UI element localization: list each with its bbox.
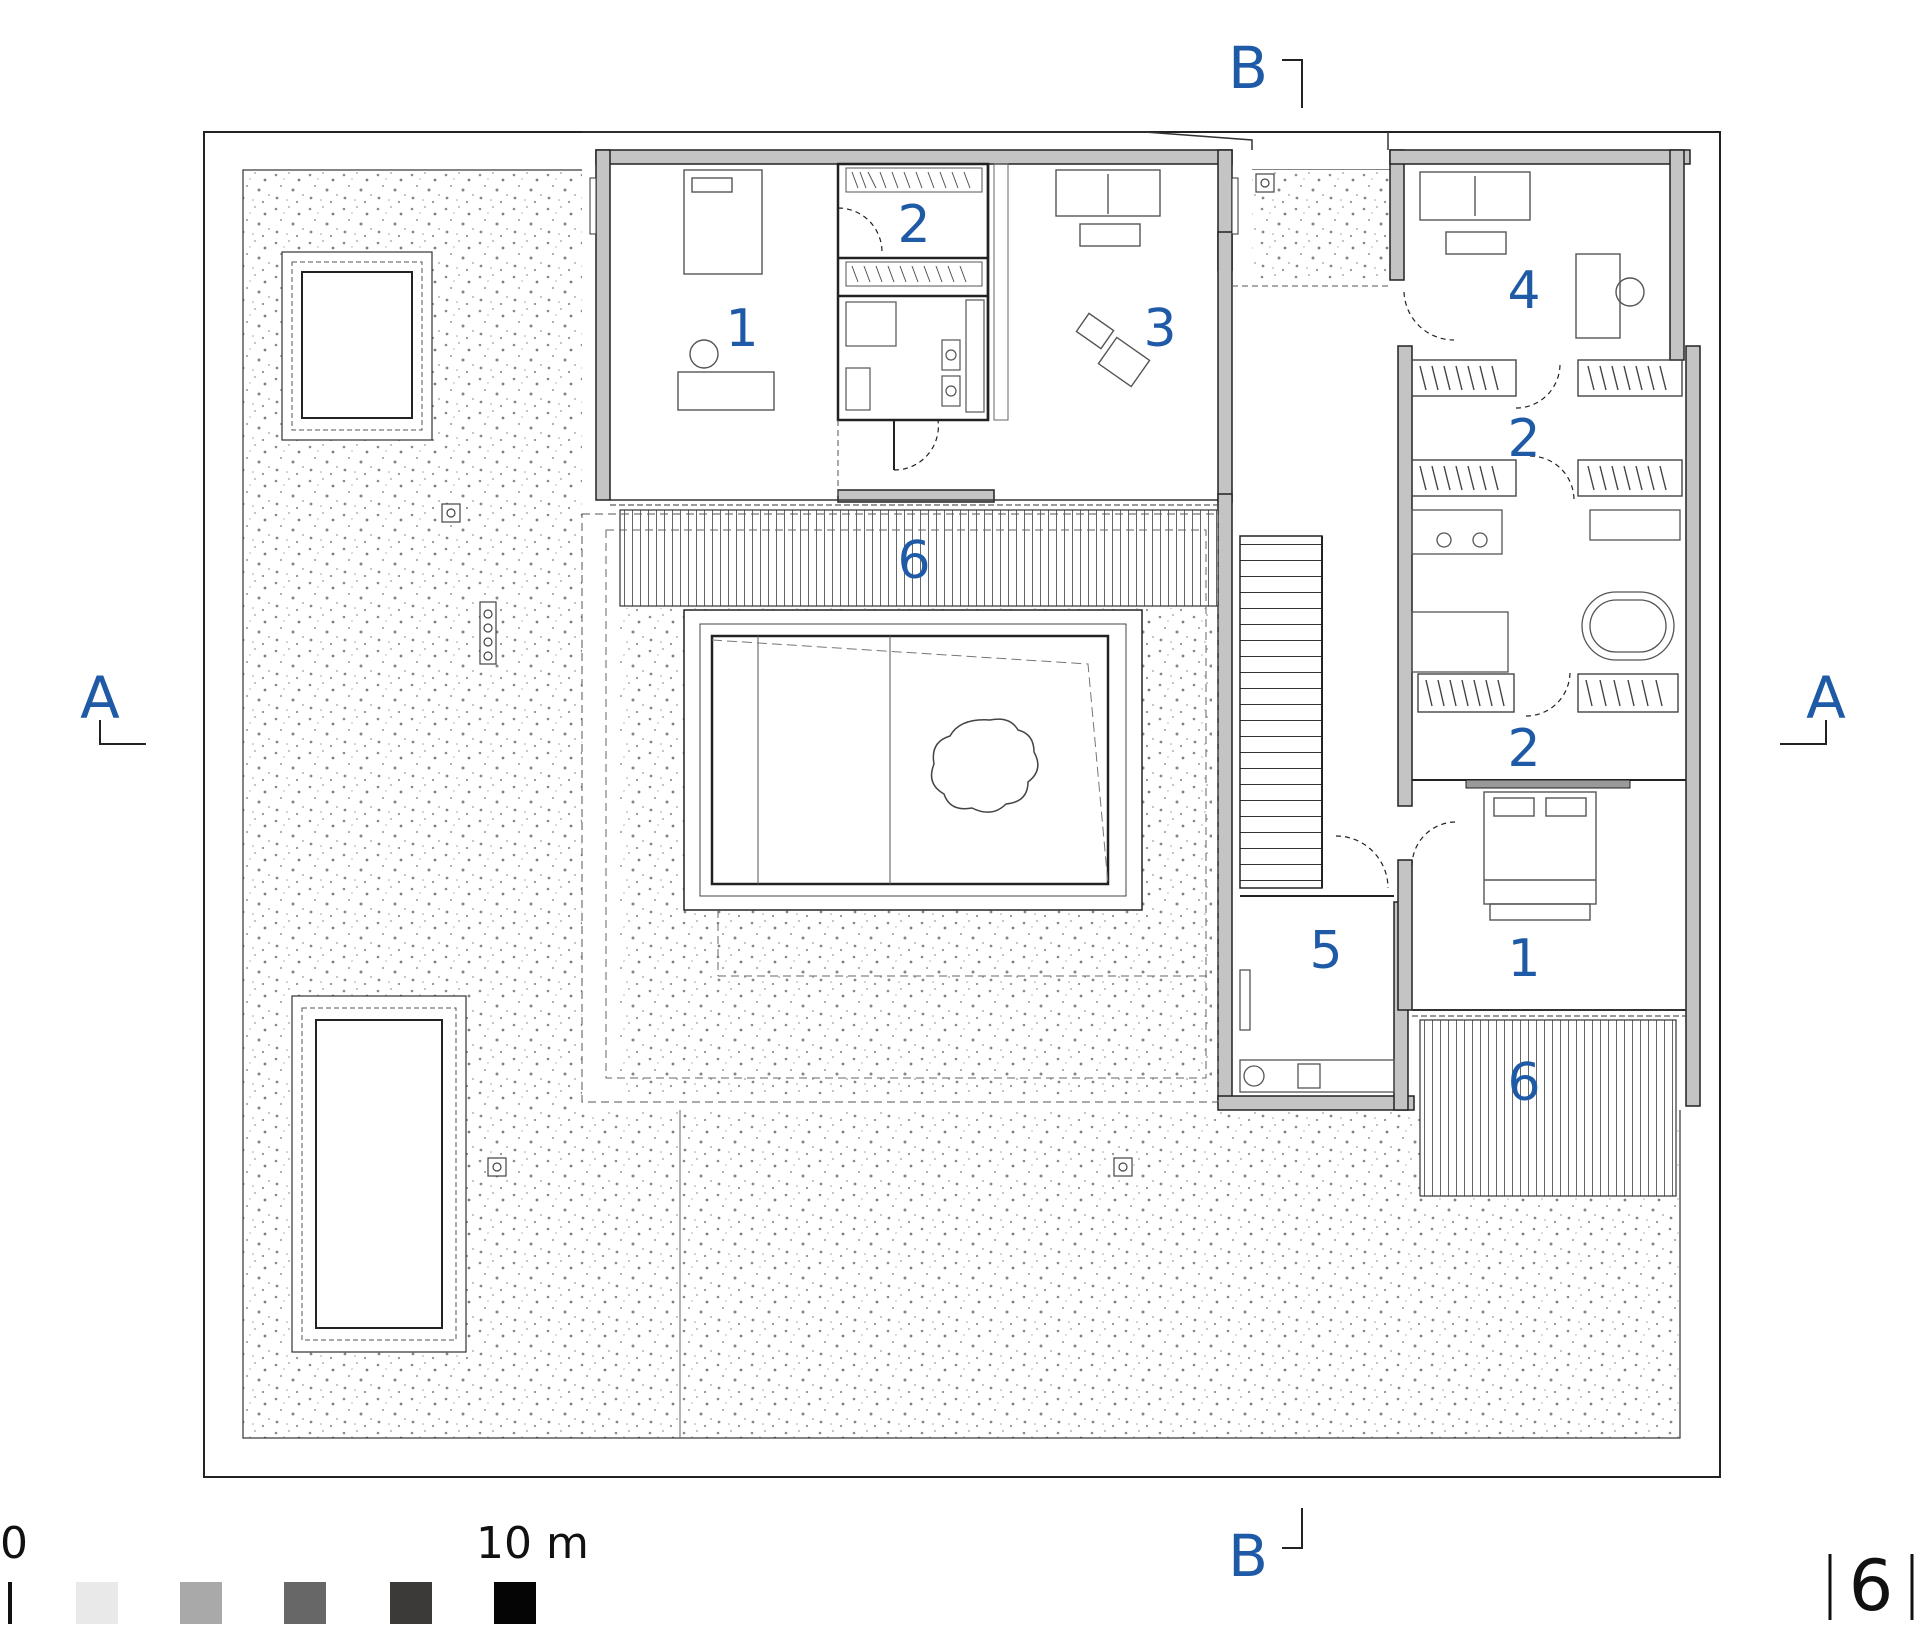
room-label-lounge: 4 — [1507, 261, 1540, 321]
scale-swatch — [76, 1582, 118, 1624]
section-b-top-arrow — [1282, 59, 1303, 108]
scale-swatch — [8, 1582, 12, 1624]
section-a-left-arrow — [99, 720, 146, 745]
core-walls — [836, 162, 990, 422]
tree-canopy — [930, 718, 1039, 813]
page-number: 6 — [1849, 1545, 1894, 1627]
section-b-bottom-arrow — [1282, 1508, 1303, 1549]
room-label-bedroom: 1 — [1507, 929, 1540, 989]
skylight-south-inner — [315, 1019, 443, 1329]
scale-swatch — [180, 1582, 222, 1624]
room-label-wardrobe-top: 2 — [897, 195, 930, 255]
scale-bar — [8, 1582, 536, 1624]
roof-drains — [441, 173, 1275, 1177]
bedroom-screen — [1465, 779, 1631, 789]
skylight-north-mid — [291, 261, 423, 431]
shelving-unit — [993, 163, 1009, 421]
terrace-deck-east — [1419, 1019, 1677, 1197]
skylight-north-inner — [301, 271, 413, 419]
courtyard-planter-inner — [710, 634, 1110, 886]
skylight-south-mid — [301, 1007, 457, 1341]
scale-start-label: 0 — [0, 1518, 28, 1569]
door-swing-hall — [1335, 835, 1389, 889]
courtyard-planter-mid — [699, 623, 1127, 897]
section-label-b-top: B — [1228, 34, 1268, 102]
stair-flight — [1239, 535, 1323, 889]
living-furniture — [1055, 169, 1161, 388]
window-west — [589, 177, 597, 235]
roof-overhang-dash — [581, 513, 1219, 1103]
door-swing-lounge — [1403, 291, 1455, 341]
wardrobe-lower-units — [1417, 673, 1679, 713]
roof-edge — [582, 131, 1253, 150]
lounge-furniture — [1419, 171, 1645, 339]
utility-fixtures — [1239, 969, 1395, 1093]
roof-overhang-dash-2 — [605, 529, 1207, 1079]
room-label-living: 3 — [1143, 299, 1176, 359]
scale-swatch — [494, 1582, 536, 1624]
planter-slope — [711, 639, 1109, 885]
section-label-a-right: A — [1806, 664, 1846, 732]
section-label-a-left: A — [80, 664, 120, 732]
section-label-b-bottom: B — [1228, 1522, 1268, 1590]
section-a-right-arrow — [1780, 720, 1827, 745]
master-bath-fixtures — [1411, 509, 1681, 673]
study-furniture — [677, 169, 775, 411]
window-east — [1231, 177, 1239, 235]
room-label-utility: 5 — [1309, 921, 1342, 981]
room-label-wardrobe-lower: 2 — [1507, 719, 1540, 779]
block-north-walls — [595, 149, 1233, 503]
room-label-terrace-right: 6 — [1507, 1053, 1540, 1113]
scale-swatch — [390, 1582, 432, 1624]
block-east-walls — [1389, 149, 1701, 1107]
room-label-study: 1 — [725, 299, 758, 359]
wardrobe-right-units — [1411, 359, 1683, 497]
bathroom-fixtures — [845, 299, 985, 413]
wardrobe-hangers-top — [845, 167, 983, 287]
bed — [1483, 791, 1597, 921]
scale-swatch — [284, 1582, 326, 1624]
door-swing-bath — [893, 419, 940, 471]
room-label-wardrobe-right: 2 — [1507, 409, 1540, 469]
courtyard-gravel-top — [1252, 170, 1392, 270]
scale-end-label: 10 m — [476, 1518, 589, 1569]
room-label-terrace-top: 6 — [897, 531, 930, 591]
terrace-deck-north — [619, 509, 1219, 607]
